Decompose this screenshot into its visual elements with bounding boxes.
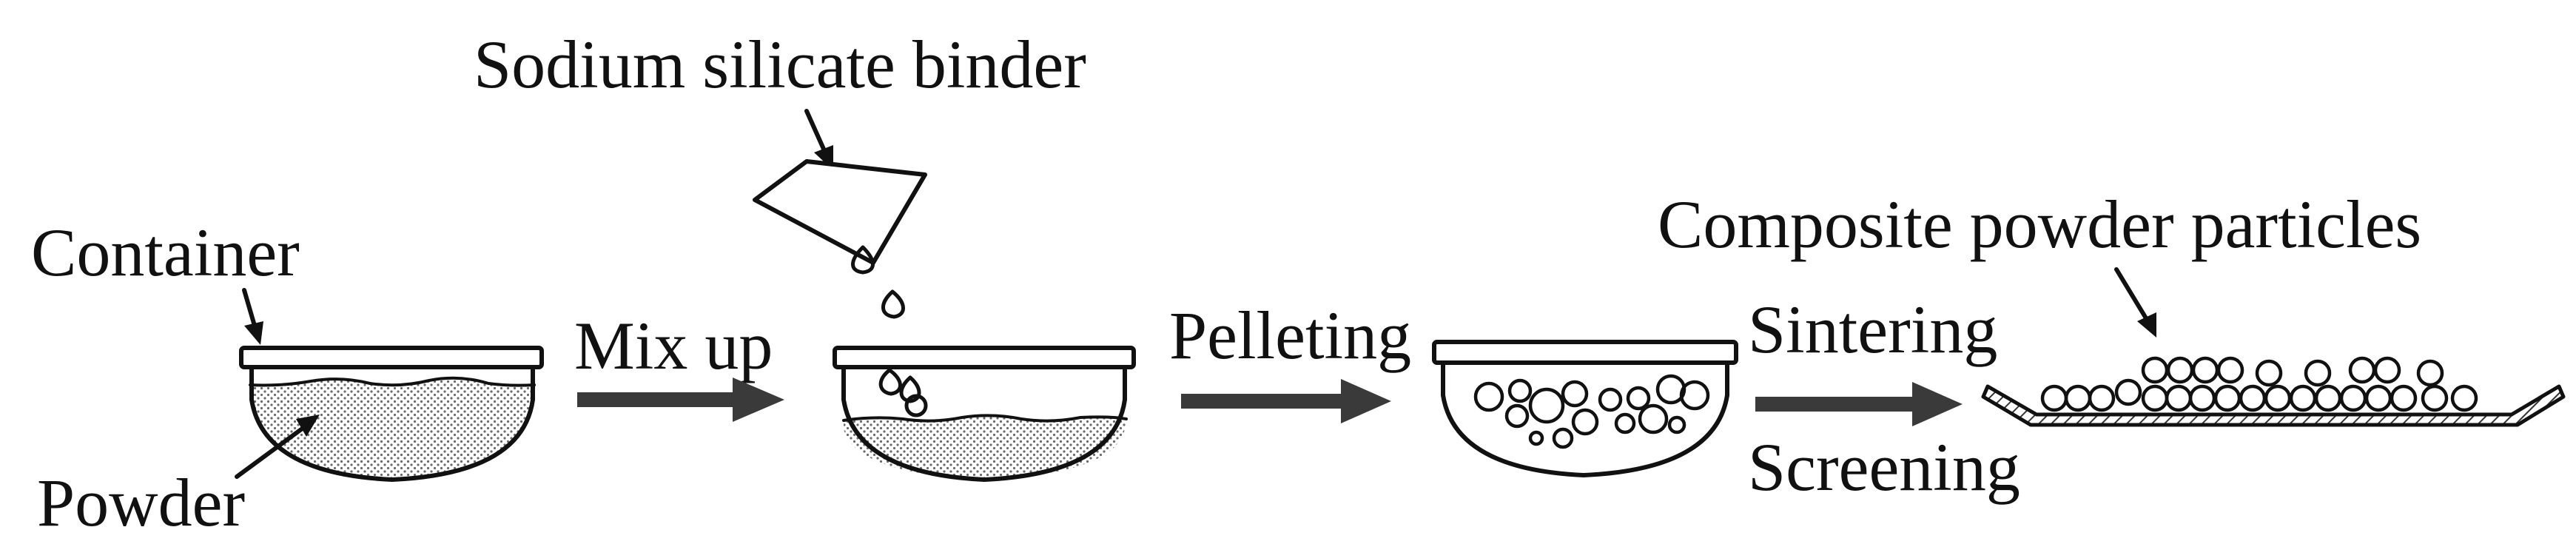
pelleting-label: Pelleting — [1169, 298, 1411, 373]
binder-droplet — [881, 289, 905, 319]
powder-label: Powder — [37, 465, 245, 540]
binder-droplet — [851, 245, 875, 275]
container-mixing — [833, 346, 1136, 482]
container-label: Container — [31, 215, 300, 290]
container-lid — [239, 346, 544, 369]
pelleting-arrow — [1181, 379, 1391, 423]
mix-up-label: Mix up — [574, 308, 773, 383]
screening-label: Screening — [1748, 429, 2020, 505]
binder-beaker — [753, 159, 927, 265]
container-pointer-arrow — [242, 288, 263, 345]
container-pellets — [1432, 340, 1738, 477]
composite-pointer-arrow — [2114, 267, 2156, 338]
binder-droplet — [878, 368, 902, 396]
sodium-silicate-binder-label: Sodium silicate binder — [474, 27, 1086, 102]
mix-up-arrow — [577, 377, 784, 422]
sintering-label: Sintering — [1748, 292, 1997, 367]
container-with-powder — [239, 346, 544, 482]
sintering-screening-arrow — [1755, 382, 1963, 426]
composite-powder-particles-label: Composite powder particles — [1658, 187, 2421, 262]
powder-pointer-arrow — [235, 415, 320, 479]
sintering-tray — [1981, 356, 2566, 427]
